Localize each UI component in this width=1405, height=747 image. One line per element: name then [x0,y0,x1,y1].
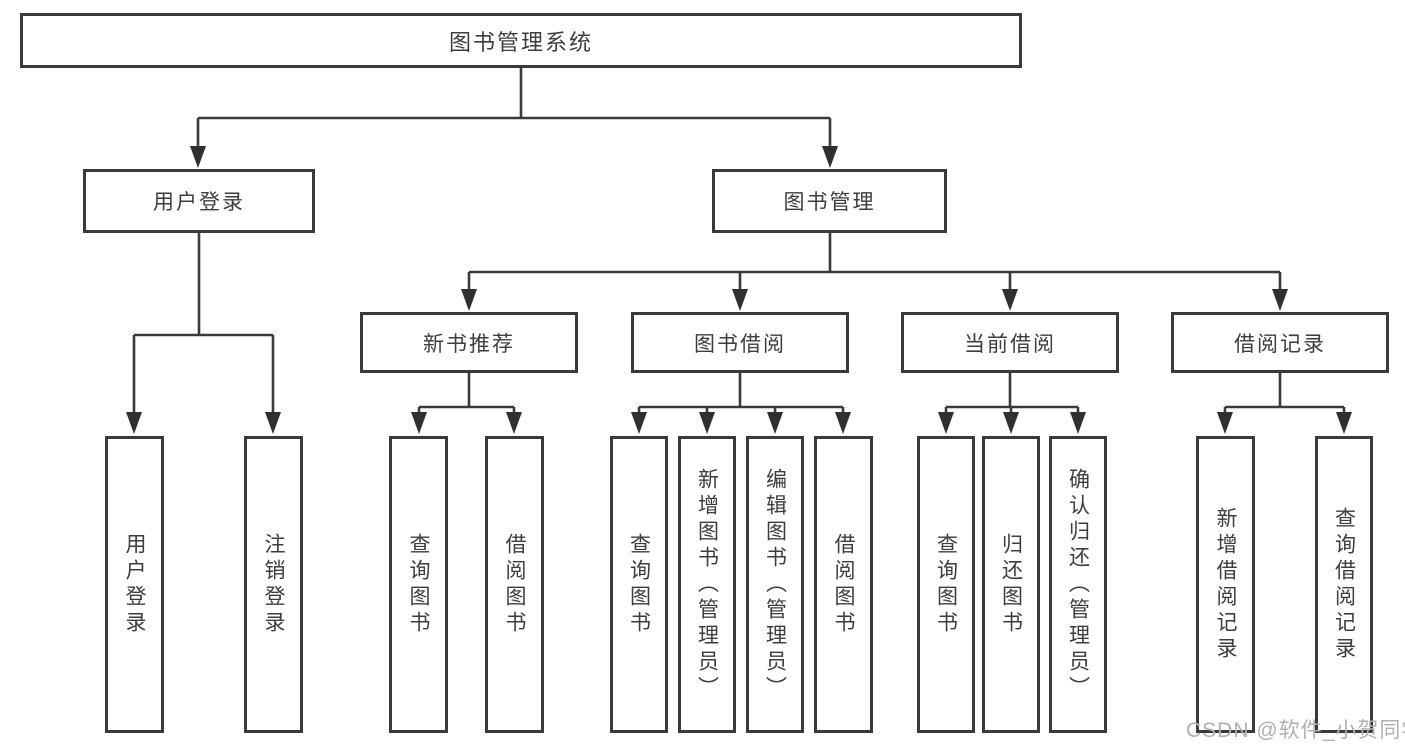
leaf-borrow-add-books-admin: 新增图书（管理员） [678,436,736,733]
leaf-logout-label: 注销登录 [262,532,285,637]
node-current-borrow: 当前借阅 [901,312,1119,373]
node-borrow-records: 借阅记录 [1171,312,1389,373]
leaf-newrec-query-books-label: 查询图书 [407,532,430,637]
leaf-borrow-add-books-admin-label: 新增图书（管理员） [695,467,719,702]
leaf-current-confirm-return-admin: 确认归还（管理员） [1049,436,1107,733]
node-borrow-records-label: 借阅记录 [1234,332,1326,356]
leaf-newrec-borrow-books-label: 借阅图书 [503,532,526,637]
node-new-book-recommend-label: 新书推荐 [423,332,515,356]
node-book-borrow-label: 图书借阅 [694,332,786,356]
leaf-borrow-query-books: 查询图书 [610,436,668,733]
node-current-borrow-label: 当前借阅 [964,332,1056,356]
leaf-borrow-query-books-label: 查询图书 [627,532,651,637]
node-root-label: 图书管理系统 [448,29,593,55]
leaf-records-add-record-label: 新增借阅记录 [1214,506,1237,663]
leaf-borrow-edit-books-admin-label: 编辑图书（管理员） [763,467,787,702]
node-user-login: 用户登录 [83,169,315,233]
leaf-records-add-record: 新增借阅记录 [1196,436,1255,733]
leaf-newrec-borrow-books: 借阅图书 [485,436,544,733]
node-new-book-recommend: 新书推荐 [360,312,578,373]
leaf-current-return-books: 归还图书 [982,436,1040,733]
leaf-borrow-borrow-books-label: 借阅图书 [832,532,855,637]
csdn-watermark: CSDN @软件_小贺同学 [1186,719,1405,742]
leaf-borrow-borrow-books: 借阅图书 [814,436,873,733]
node-book-management-label: 图书管理 [783,191,876,214]
leaf-logout: 注销登录 [244,436,303,733]
leaf-user-login-label: 用户登录 [123,532,146,637]
leaf-current-return-books-label: 归还图书 [999,532,1023,637]
leaf-user-login: 用户登录 [105,436,164,733]
leaf-current-query-books-label: 查询图书 [934,532,958,637]
leaf-current-query-books: 查询图书 [917,436,975,733]
node-book-management: 图书管理 [712,169,947,233]
leaf-newrec-query-books: 查询图书 [389,436,448,733]
node-user-login-label: 用户登录 [153,191,245,214]
leaf-borrow-edit-books-admin: 编辑图书（管理员） [746,436,804,733]
leaf-records-query-record: 查询借阅记录 [1315,436,1373,733]
node-book-borrow: 图书借阅 [631,312,849,373]
node-root: 图书管理系统 [20,13,1022,68]
leaf-current-confirm-return-admin-label: 确认归还（管理员） [1066,467,1090,702]
leaf-records-query-record-label: 查询借阅记录 [1332,506,1356,663]
